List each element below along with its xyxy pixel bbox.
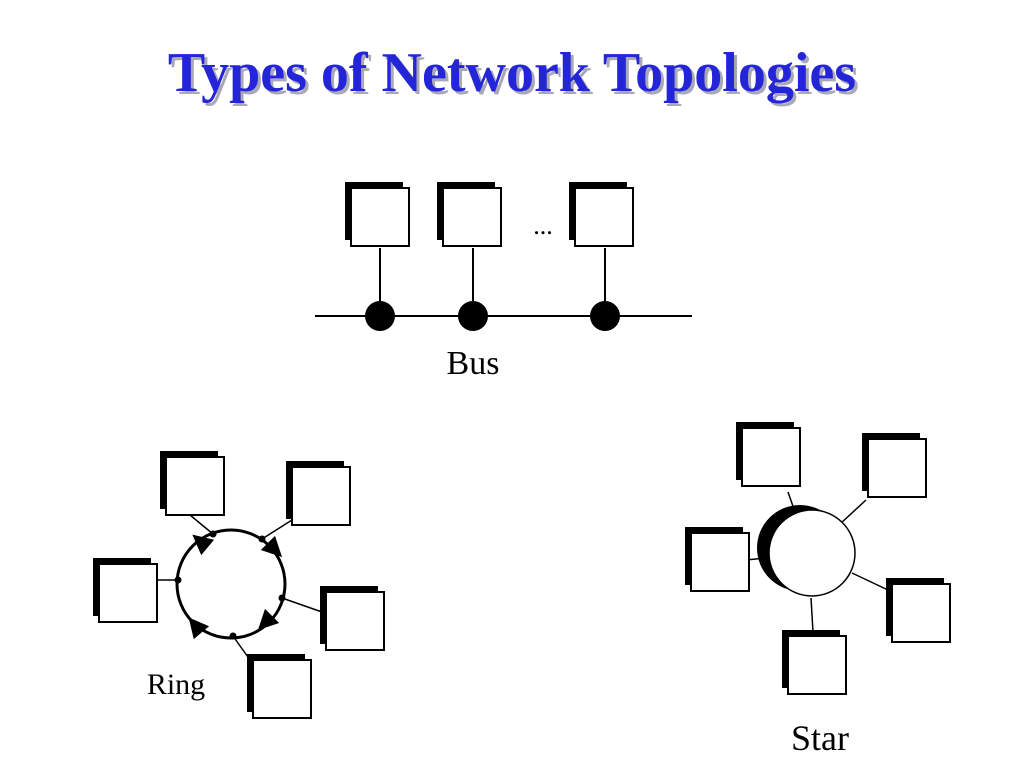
bus-label: Bus bbox=[447, 345, 500, 382]
star-station bbox=[735, 421, 801, 487]
ring-station bbox=[246, 653, 312, 719]
star-station bbox=[684, 526, 750, 592]
bus-tap bbox=[365, 301, 395, 331]
ring-station bbox=[319, 585, 385, 651]
bus-tap bbox=[458, 301, 488, 331]
star-station bbox=[781, 629, 847, 695]
bus-ellipsis: ... bbox=[533, 211, 553, 240]
slide-title: Types of Network Topologies bbox=[167, 42, 857, 104]
ring-topology: Ring bbox=[92, 450, 385, 719]
ring-station bbox=[92, 557, 158, 623]
bus-tap bbox=[590, 301, 620, 331]
star-station bbox=[885, 577, 951, 643]
bus-topology: ... Bus bbox=[315, 181, 692, 382]
star-label: Star bbox=[791, 718, 849, 758]
bus-station bbox=[436, 181, 502, 331]
bus-station bbox=[344, 181, 410, 331]
ring-label: Ring bbox=[147, 668, 205, 701]
ring-station bbox=[285, 460, 351, 526]
star-topology: Star bbox=[684, 421, 951, 758]
star-station bbox=[861, 432, 927, 498]
ring-station bbox=[159, 450, 225, 516]
star-hub bbox=[768, 509, 856, 597]
bus-station bbox=[568, 181, 634, 331]
